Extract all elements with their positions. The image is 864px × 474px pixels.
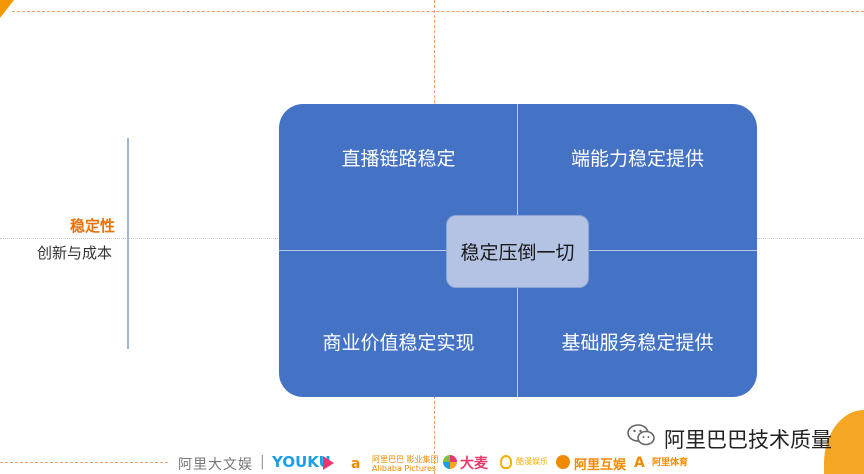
quadrant-bottom-right-label: 基础服务稳定提供 (561, 332, 714, 354)
center-label: 稳定压倒一切 (446, 215, 589, 288)
alibaba-pictures-icon: a (351, 456, 361, 472)
watermark-text: 阿里巴巴技术质量 (664, 428, 832, 452)
entertainment-logo-icon (500, 455, 512, 469)
footer-damai-logo: 大麦 (460, 456, 488, 472)
quadrant-top-left-label: 直播链路稳定 (341, 148, 456, 170)
corner-accent-top-left (0, 0, 14, 18)
footer-youku-logo: YOUKU (272, 453, 331, 471)
side-divider (127, 138, 129, 349)
quadrant-bottom-left-label: 商业价值稳定实现 (322, 332, 475, 354)
side-subtitle: 创新与成本 (37, 244, 113, 262)
side-title: 稳定性 (70, 217, 116, 235)
sports-logo-icon: A (634, 455, 645, 471)
youku-play-icon (323, 456, 334, 470)
footer-alibaba-ent-logo: 阿里大文娱 (178, 457, 253, 473)
quadrant-top-right-label: 端能力稳定提供 (570, 148, 704, 170)
footer-alibaba-pictures-logo: 阿里巴巴 影业集团 Alibaba Pictures (372, 455, 439, 473)
guide-line-top (12, 11, 864, 12)
huyu-logo-icon (556, 455, 570, 469)
guide-line-bottom (0, 462, 168, 463)
footer-separator: | (260, 454, 265, 470)
footer-sports-logo: 阿里体育 (652, 458, 689, 468)
footer-huyu-logo: 阿里互娱 (574, 458, 627, 473)
footer-entertainment-logo: 酷漫娱乐 (516, 457, 548, 466)
damai-logo-icon (443, 455, 457, 469)
wechat-icon (627, 424, 655, 446)
